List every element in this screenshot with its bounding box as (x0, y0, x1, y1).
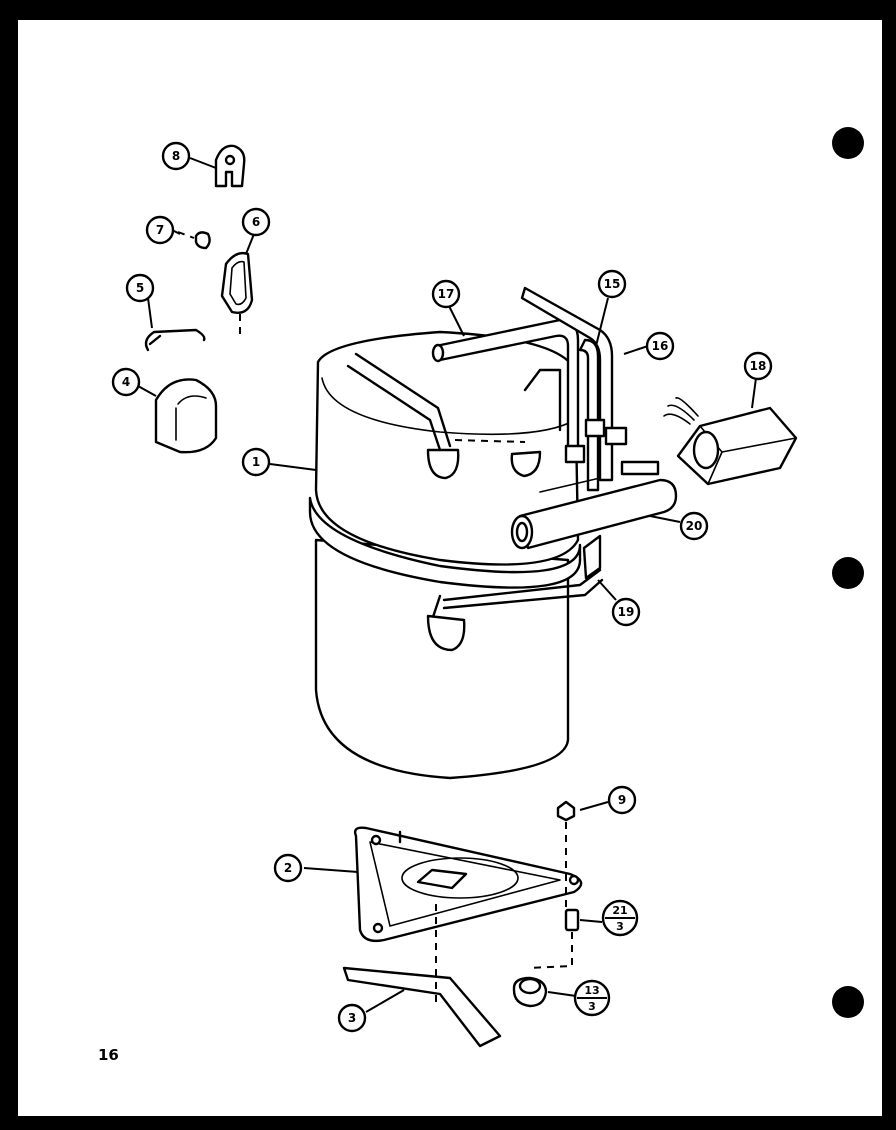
binder-hole-bottom (832, 986, 864, 1018)
manifold-tube (510, 460, 678, 580)
callout-13-label: 13 (584, 984, 599, 997)
callout-5[interactable]: 5 (125, 273, 155, 303)
callout-3[interactable]: 3 (337, 1003, 367, 1033)
callout-19-label: 19 (618, 605, 635, 619)
mounting-hardware (512, 800, 580, 1008)
callout-18[interactable]: 18 (743, 351, 773, 381)
callout-7[interactable]: 7 (145, 215, 175, 245)
callout-4[interactable]: 4 (111, 367, 141, 397)
callout-4-label: 4 (122, 375, 130, 389)
leader-lines (137, 157, 757, 1013)
gasket (220, 251, 254, 340)
spring-clip (194, 231, 211, 250)
callout-7-label: 7 (156, 223, 164, 237)
bale-strap (144, 328, 206, 352)
callout-13-sub-label: 3 (588, 1000, 596, 1013)
binder-hole-middle (832, 557, 864, 589)
compressor-body (308, 330, 604, 780)
callout-20[interactable]: 20 (679, 511, 709, 541)
callout-1-label: 1 (252, 455, 260, 469)
callout-2[interactable]: 2 (273, 853, 303, 883)
callout-1[interactable]: 1 (241, 447, 271, 477)
callout-8[interactable]: 8 (161, 141, 191, 171)
callout-13-3[interactable]: 13 3 (573, 979, 611, 1017)
mounting-bracket (214, 144, 246, 188)
callout-21-sub-label: 3 (616, 920, 624, 933)
base-plate (353, 826, 583, 943)
callout-6[interactable]: 6 (241, 207, 271, 237)
callout-8-label: 8 (172, 149, 180, 163)
callout-17[interactable]: 17 (431, 279, 461, 309)
callout-9[interactable]: 9 (607, 785, 637, 815)
callout-16-label: 16 (652, 339, 669, 353)
callout-17-label: 17 (438, 287, 455, 301)
callout-16[interactable]: 16 (645, 331, 675, 361)
relay-box (663, 397, 798, 486)
callout-15-label: 15 (604, 277, 621, 291)
callout-2-label: 2 (284, 861, 292, 875)
callout-15[interactable]: 15 (597, 269, 627, 299)
binder-hole-top (832, 127, 864, 159)
callout-21-3[interactable]: 21 3 (601, 899, 639, 937)
callout-18-label: 18 (750, 359, 767, 373)
callout-19[interactable]: 19 (611, 597, 641, 627)
callout-20-label: 20 (686, 519, 703, 533)
callout-9-label: 9 (618, 793, 626, 807)
terminal-cover (154, 378, 218, 454)
callout-3-label: 3 (348, 1011, 356, 1025)
page-number: 16 (98, 1046, 119, 1064)
callout-21-label: 21 (612, 904, 627, 917)
callout-5-label: 5 (136, 281, 144, 295)
callout-6-label: 6 (252, 215, 260, 229)
strap (342, 904, 502, 1048)
discharge-tubes (431, 286, 628, 492)
